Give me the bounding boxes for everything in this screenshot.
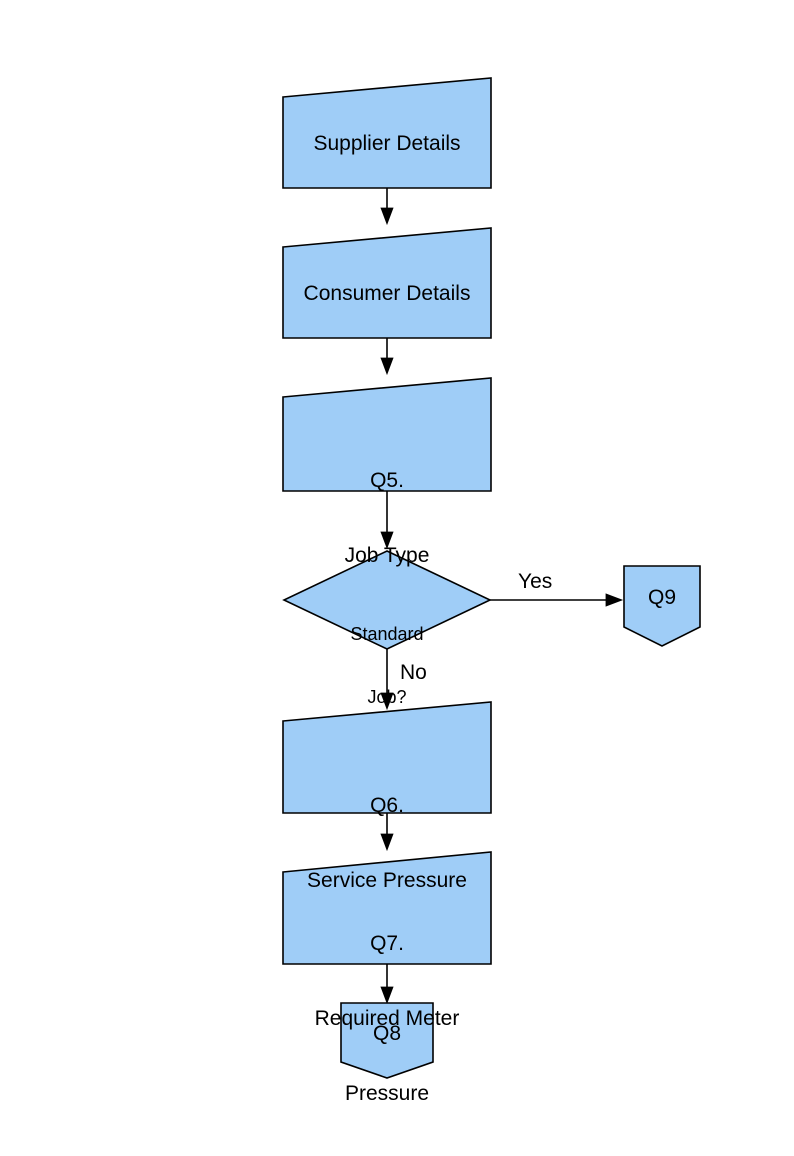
- node-q8[interactable]: [340, 1002, 434, 1079]
- node-q5-job-type[interactable]: [282, 377, 492, 492]
- arrowhead-q6-to-q7: [380, 833, 394, 852]
- flowchart-canvas: Supplier Details Consumer Details Q5. Jo…: [282, 77, 701, 1105]
- edge-label-yes: Yes: [518, 570, 553, 593]
- node-q9[interactable]: [623, 565, 701, 647]
- node-q6-service-pressure[interactable]: [282, 701, 492, 814]
- node-supplier-details[interactable]: [282, 77, 492, 189]
- arrowhead-decision-to-q6: [380, 692, 394, 711]
- edge-label-no: No: [400, 661, 427, 684]
- arrowhead-consumer-to-q5: [380, 357, 394, 376]
- arrowhead-q7-to-q8: [380, 986, 394, 1005]
- arrowhead-q5-to-decision: [380, 531, 394, 550]
- node-standard-job-decision[interactable]: [282, 550, 492, 650]
- arrowhead-supplier-to-consumer: [380, 207, 394, 226]
- node-q7-required-meter-pressure[interactable]: [282, 851, 492, 965]
- node-consumer-details[interactable]: [282, 227, 492, 339]
- flowchart-svg: [282, 77, 701, 1079]
- arrowhead-decision-to-q9: [605, 593, 624, 607]
